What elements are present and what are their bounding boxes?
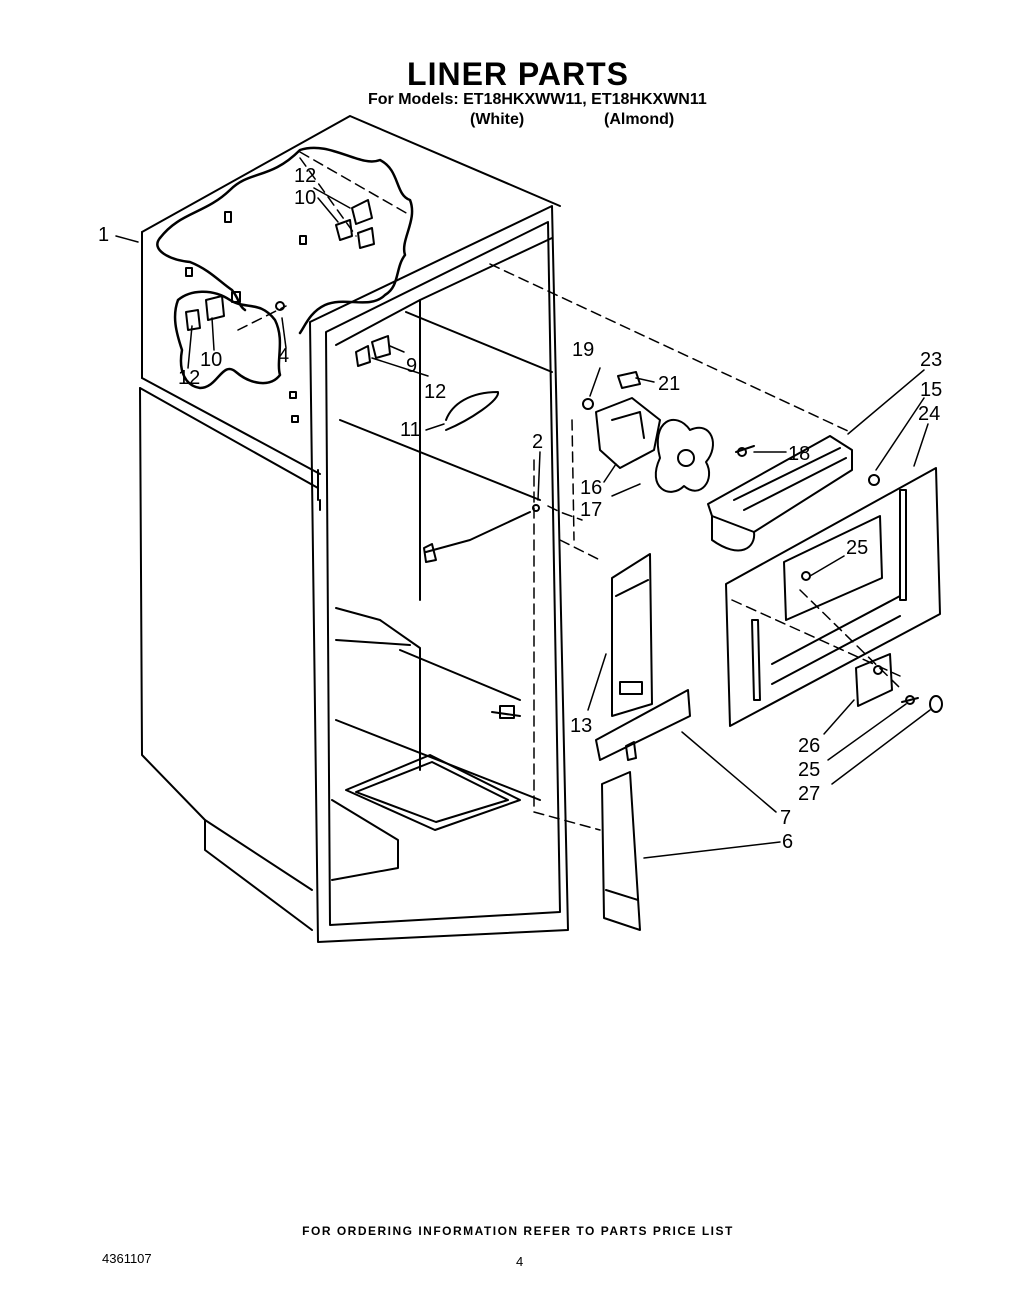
document-number: 4361107 [102, 1251, 152, 1266]
callout-13: 13 [570, 715, 592, 737]
callout-6: 6 [782, 831, 793, 853]
callout-7: 7 [780, 807, 791, 829]
callout-23: 23 [920, 349, 942, 371]
part-duct-6 [601, 771, 641, 931]
models-line: For Models: ET18HKXWW11, ET18HKXWN11 [368, 91, 707, 108]
callout-19: 19 [572, 339, 594, 361]
callout-17: 17 [580, 499, 602, 521]
variant-white-label: (White) [470, 111, 525, 128]
part-duct-13 [611, 553, 653, 717]
callout-18: 18 [788, 443, 810, 465]
callout-27: 27 [798, 783, 820, 805]
part-grille-23 [707, 435, 853, 552]
callout-1: 1 [98, 224, 109, 246]
part-clips-upper [335, 199, 375, 249]
part-fan-motor [582, 371, 661, 469]
callout-2: 2 [532, 431, 543, 453]
callout-11: 11 [400, 419, 421, 441]
part-screw-25 [901, 695, 919, 705]
part-clips-inner [355, 335, 391, 367]
callout-12: 12 [424, 381, 446, 403]
callout-25: 25 [798, 759, 820, 781]
callout-24: 24 [918, 403, 940, 425]
callout-12: 12 [294, 165, 316, 187]
part-wire-harness [423, 391, 540, 719]
page-number: 4 [516, 1254, 524, 1269]
part-panel-24 [725, 467, 941, 727]
callout-15: 15 [920, 379, 942, 401]
part-baffle-7 [595, 689, 691, 761]
callout-21: 21 [658, 373, 680, 395]
part-screw-15 [868, 474, 880, 486]
alignment-lines [237, 151, 901, 831]
callout-10: 10 [294, 187, 316, 209]
callout-26: 26 [798, 735, 820, 757]
callout-4: 4 [278, 345, 289, 367]
callout-12: 12 [178, 367, 200, 389]
part-clips-lower [185, 295, 285, 331]
callout-25: 25 [846, 537, 868, 559]
front-flange [309, 205, 569, 943]
part-screw-18 [735, 445, 755, 457]
callout-9: 9 [406, 355, 417, 377]
part-fan-blade [654, 419, 714, 493]
callout-labels: 1 12 10 12 10 4 9 12 11 2 19 21 16 17 18… [98, 165, 942, 853]
page-title: LINER PARTS [407, 56, 629, 92]
ordering-note: FOR ORDERING INFORMATION REFER TO PARTS … [302, 1224, 734, 1238]
callout-10: 10 [200, 349, 222, 371]
variant-almond-label: (Almond) [604, 111, 675, 128]
leader-lines [115, 187, 931, 859]
part-plug-27 [929, 695, 943, 713]
callout-16: 16 [580, 477, 602, 499]
cabinet-shell [139, 115, 561, 931]
